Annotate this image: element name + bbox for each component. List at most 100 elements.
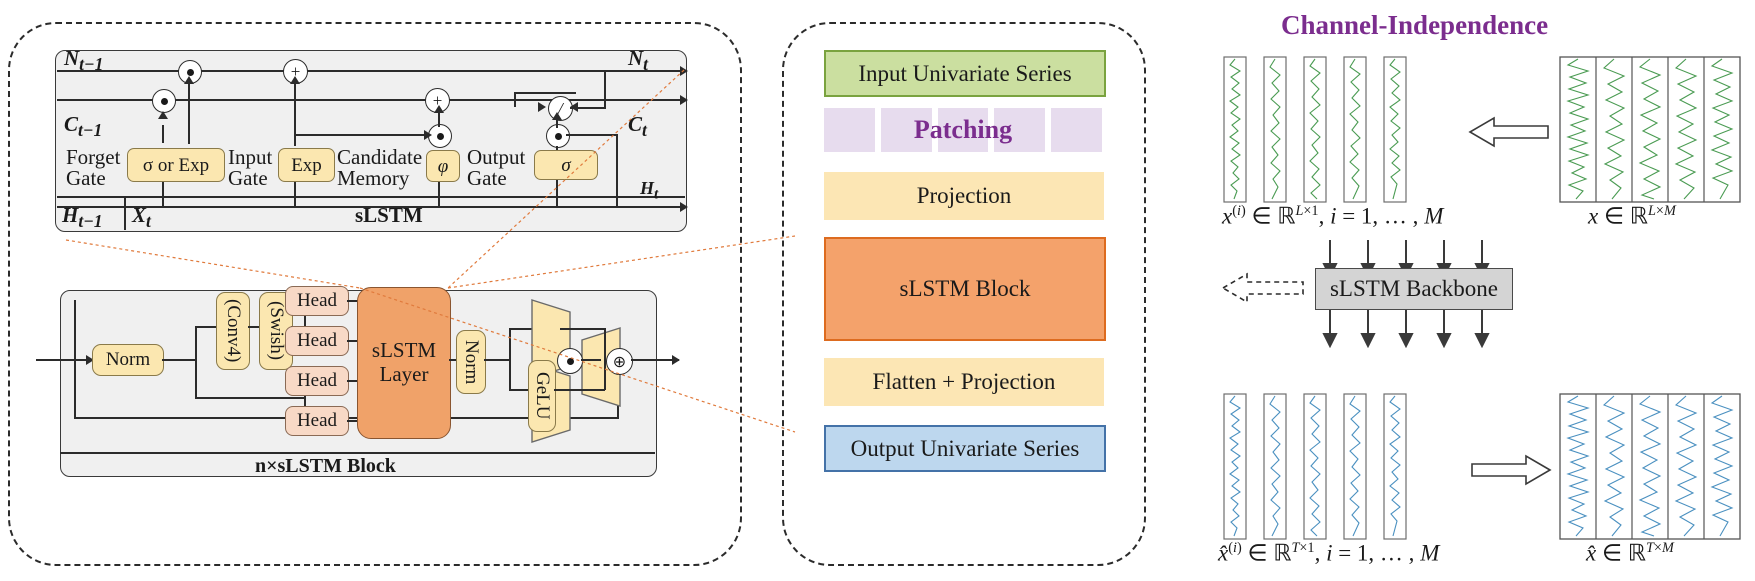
pipeline-patching-label: Patching xyxy=(913,115,1013,144)
block-output-arrow xyxy=(672,355,680,365)
pipeline-slstm-block-label: sLSTM Block xyxy=(899,276,1031,301)
label-n-t-text: N xyxy=(628,46,644,70)
label-h-t-text: H xyxy=(640,178,655,198)
ff-split xyxy=(509,328,511,390)
output-gate-activation-text: σ xyxy=(561,154,571,176)
input-gate-activation: Exp xyxy=(278,148,335,182)
input-gate-up-arrow xyxy=(290,76,300,84)
norm-1-label: Norm xyxy=(105,349,151,370)
label-c-prev-sub: t−1 xyxy=(78,120,103,141)
input-gate-in xyxy=(294,176,296,206)
candidate-activation: φ xyxy=(426,150,460,182)
input-multivariate-math-label: x ∈ ℝL×M xyxy=(1588,203,1676,229)
label-n-prev-sub: t−1 xyxy=(79,54,104,75)
backbone-to-pipeline-arrow xyxy=(1221,272,1304,304)
to-conv xyxy=(195,326,219,328)
gelu-label: GeLU xyxy=(532,372,553,420)
ff-lower-out xyxy=(554,389,605,391)
label-h-prev: Ht−1 xyxy=(62,203,103,232)
pipeline-slstm-block[interactable]: sLSTM Block xyxy=(824,237,1106,341)
arrow-merge-to-multivariate xyxy=(1471,454,1552,486)
patch-cell xyxy=(937,108,989,152)
conv4-box: (Conv4) xyxy=(216,292,250,370)
pipeline-output-univariate-series[interactable]: Output Univariate Series xyxy=(824,425,1106,472)
sigma-in xyxy=(556,176,558,206)
label-c-prev-text: C xyxy=(64,112,79,136)
candidate-up xyxy=(438,111,440,127)
pipeline-projection[interactable]: Projection xyxy=(824,172,1104,220)
patch-cell xyxy=(880,108,932,152)
label-n-t: Nt xyxy=(628,46,648,75)
h-line-arrow xyxy=(680,202,688,212)
phi-in xyxy=(438,176,440,206)
slstm-layer-label-2: Layer xyxy=(379,362,429,386)
forget-up-line xyxy=(162,125,164,143)
norm-2: Norm xyxy=(456,330,486,394)
label-x-t: Xt xyxy=(132,203,151,232)
label-c-t-sub: t xyxy=(642,120,647,141)
mult-op-c xyxy=(152,89,176,113)
label-c-t-text: C xyxy=(628,112,643,136)
head-1-label: Head xyxy=(296,290,338,311)
head-split-lower xyxy=(304,373,306,425)
label-x-t-sub: t xyxy=(146,211,151,232)
to-lower-heads xyxy=(195,397,305,399)
label-c-t: Ct xyxy=(628,112,647,141)
head-4: Head xyxy=(285,406,349,436)
head2-out xyxy=(347,340,359,342)
c-to-div-arrow xyxy=(538,102,546,112)
n-line-arrow xyxy=(680,66,688,76)
arrow-split-to-univariate xyxy=(1468,116,1549,148)
norm-1: Norm xyxy=(92,344,164,376)
nxslstm-block-caption: n×sLSTM Block xyxy=(255,455,396,477)
norm2-out xyxy=(484,359,510,361)
output-multivariate-matrix xyxy=(1559,393,1741,540)
output-univariate-math-label: x̂(i) ∈ ℝT×1, i = 1, … , M xyxy=(1218,540,1440,566)
forget-gate-activation-text: σ or Exp xyxy=(142,154,210,176)
label-h-t-sub: t xyxy=(654,186,659,203)
head-3-label: Head xyxy=(296,370,338,391)
label-h-prev-sub: t−1 xyxy=(78,211,103,232)
head-2-label: Head xyxy=(296,330,338,351)
forget-gate-activation: σ or Exp xyxy=(127,148,225,182)
c-to-div-top xyxy=(514,92,576,94)
output-multivariate-math-label: x̂ ∈ ℝT×M xyxy=(1586,540,1674,566)
forget-in-line xyxy=(162,176,164,206)
slstm-backbone[interactable]: sLSTM Backbone xyxy=(1315,268,1513,310)
block-input-line xyxy=(36,359,92,361)
out-right-down xyxy=(616,134,618,207)
output-gate-activation: σ xyxy=(534,150,598,180)
sigma-out-up2 xyxy=(556,118,558,128)
slstm-cell-title: sLSTM xyxy=(355,203,423,227)
label-n-prev-text: N xyxy=(64,46,80,70)
c-line xyxy=(57,99,682,101)
input-gate-activation-text: Exp xyxy=(291,154,322,176)
x-divider xyxy=(124,196,126,230)
block-add-op: ⊕ xyxy=(606,348,633,375)
patch-cell xyxy=(824,108,875,152)
pipeline-flatten-projection[interactable]: Flatten + Projection xyxy=(824,358,1104,406)
forget-to-n-arrow xyxy=(184,76,194,84)
input-gate-label: Input Gate xyxy=(228,145,273,191)
slstm-layer: sLSTM Layer xyxy=(357,287,451,439)
slstm-layer-label-1: sLSTM xyxy=(371,338,437,363)
input-univariate-strips xyxy=(1223,56,1407,203)
head-1: Head xyxy=(285,286,349,316)
pipeline-projection-label: Projection xyxy=(916,183,1012,208)
head-3: Head xyxy=(285,366,349,396)
block-caption-divider xyxy=(60,452,655,454)
pipeline-patching[interactable]: Patching xyxy=(824,108,1102,152)
channel-independence-title: Channel-Independence xyxy=(1281,10,1549,40)
head4-out xyxy=(347,420,359,422)
head-2: Head xyxy=(285,326,349,356)
slstm-backbone-label: sLSTM Backbone xyxy=(1329,276,1498,301)
input-multivariate-matrix xyxy=(1559,56,1741,203)
conv4-label: (Conv4) xyxy=(223,299,244,363)
output-gate-label: Output Gate xyxy=(467,145,526,191)
pipeline-output-univariate-series-label: Output Univariate Series xyxy=(850,435,1080,461)
mult-to-out-trap xyxy=(581,359,601,361)
conv-to-swish xyxy=(248,326,260,328)
label-n-t-sub: t xyxy=(643,54,649,75)
pipeline-input-univariate-series[interactable]: Input Univariate Series xyxy=(824,50,1106,97)
ff-upper-out xyxy=(560,328,605,330)
